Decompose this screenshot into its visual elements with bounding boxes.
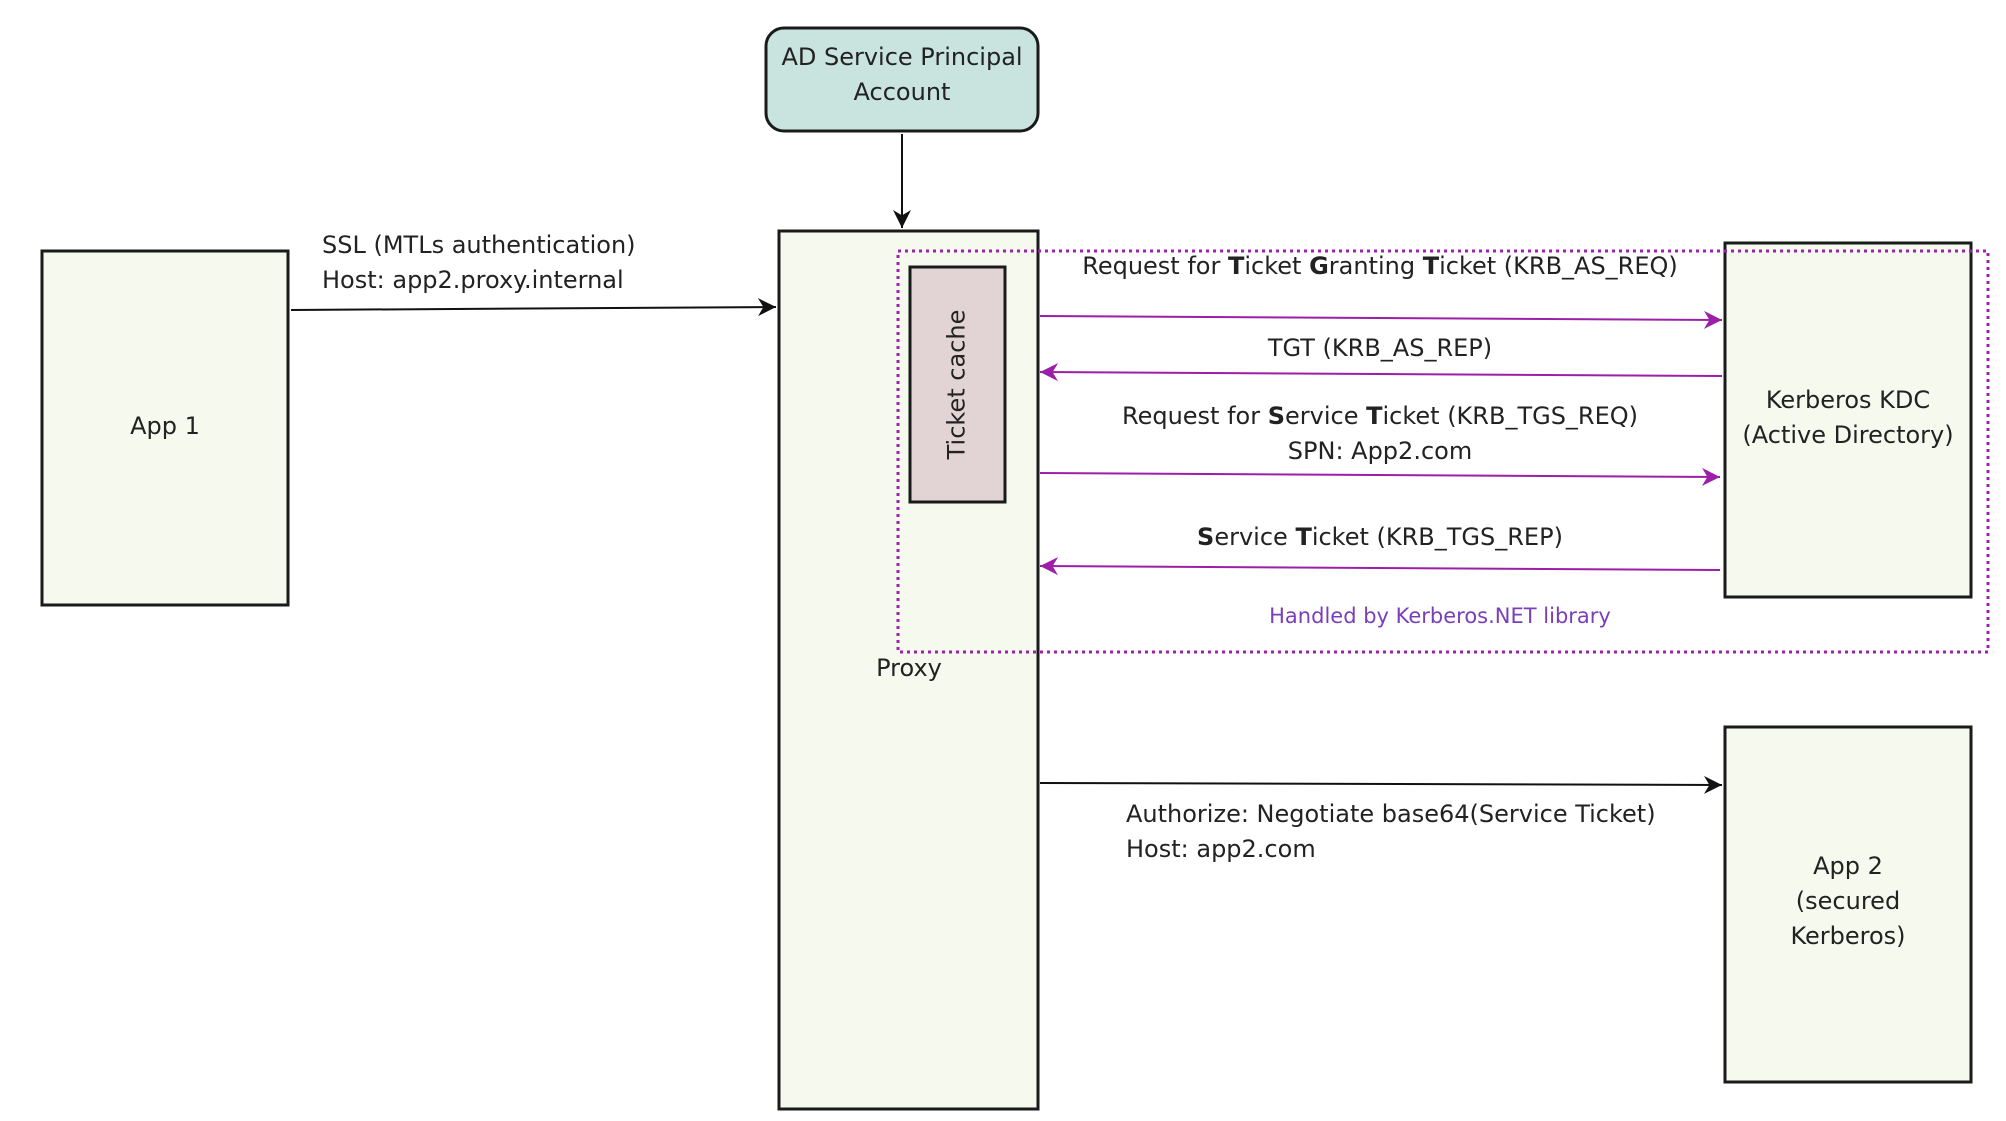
kerberos-net-group <box>896 249 1990 654</box>
tgs-req-label-line1: Request for Service Ticket (KRB_TGS_REQ) <box>1040 399 1720 434</box>
tgs-rep-bold-t: T <box>1295 523 1312 551</box>
as-req-text-4: icket (KRB_AS_REQ) <box>1439 252 1678 280</box>
proxy-label: Proxy <box>876 654 942 682</box>
tgs-req-text-1: Request for <box>1121 402 1268 430</box>
spn-account-label: AD Service Principal Account <box>766 40 1038 110</box>
tgs-rep-text-2: icket (KRB_TGS_REP) <box>1311 523 1563 551</box>
tgs-req-arrow <box>1039 467 1721 486</box>
authorize-label-line1: Authorize: Negotiate base64(Service Tick… <box>1126 800 1656 828</box>
app1-label: App 1 <box>130 412 200 440</box>
as-rep-label: TGT (KRB_AS_REP) <box>1267 334 1493 362</box>
as-req-text-2: icket <box>1244 252 1310 280</box>
app2-label-line3: Kerberos) <box>1790 922 1906 950</box>
tgs-req-bold-t: T <box>1366 402 1383 430</box>
app2-box[interactable] <box>1723 725 1973 1084</box>
ticket-cache-box[interactable] <box>908 265 1007 504</box>
ssl-edge-label-line1: SSL (MTLs authentication) <box>322 231 636 259</box>
kdc-label-line2: (Active Directory) <box>1742 421 1954 449</box>
as-req-arrow <box>1039 310 1723 329</box>
tgs-req-bold-s: S <box>1267 402 1286 430</box>
as-req-bold-t: T <box>1227 252 1245 280</box>
tgs-rep-text-1: ervice <box>1214 523 1296 551</box>
kdc-label: Kerberos KDC (Active Directory) <box>1725 383 1971 453</box>
ticket-cache-label: Ticket cache <box>942 309 971 460</box>
as-req-bold-t2: T <box>1422 252 1440 280</box>
tgs-req-label-line2: SPN: App2.com <box>1287 437 1473 465</box>
app2-label-line2: (secured <box>1795 887 1901 915</box>
kerberos-net-group-label: Handled by Kerberos.NET library <box>1269 604 1611 628</box>
tgs-req-text-2: ervice <box>1285 402 1367 430</box>
as-req-label: Request for Ticket Granting Ticket (KRB_… <box>1040 249 1720 284</box>
authorize-label: Authorize: Negotiate base64(Service Tick… <box>1126 797 1656 867</box>
ssl-edge-label-line2: Host: app2.proxy.internal <box>322 266 624 294</box>
kdc-label-line1: Kerberos KDC <box>1765 386 1931 414</box>
tgs-req-text-3: icket (KRB_TGS_REQ) <box>1382 402 1639 430</box>
tgs-rep-bold-s: S <box>1197 523 1215 551</box>
ssl-edge-label: SSL (MTLs authentication) Host: app2.pro… <box>322 228 636 298</box>
kdc-box[interactable] <box>1723 241 1973 599</box>
as-rep-arrow <box>1039 363 1723 382</box>
ssl-arrow <box>290 298 777 317</box>
authorize-label-line2: Host: app2.com <box>1126 835 1316 863</box>
app1-box[interactable] <box>40 249 290 607</box>
tgs-req-label: Request for Service Ticket (KRB_TGS_REQ)… <box>1040 399 1720 469</box>
authorize-arrow <box>1039 775 1723 794</box>
as-req-text-1: Request for <box>1082 252 1228 280</box>
tgs-rep-label: Service Ticket (KRB_TGS_REP) <box>1040 520 1720 555</box>
as-req-bold-g: G <box>1309 252 1329 280</box>
tgs-rep-arrow <box>1039 557 1721 576</box>
spn-account-label-line2: Account <box>853 78 951 106</box>
as-req-text-3: ranting <box>1328 252 1423 280</box>
spn-account-label-line1: AD Service Principal <box>781 43 1023 71</box>
app2-label: App 2 (secured Kerberos) <box>1725 849 1971 954</box>
spn-account-box[interactable] <box>764 26 1040 133</box>
app2-label-line1: App 2 <box>1813 852 1883 880</box>
